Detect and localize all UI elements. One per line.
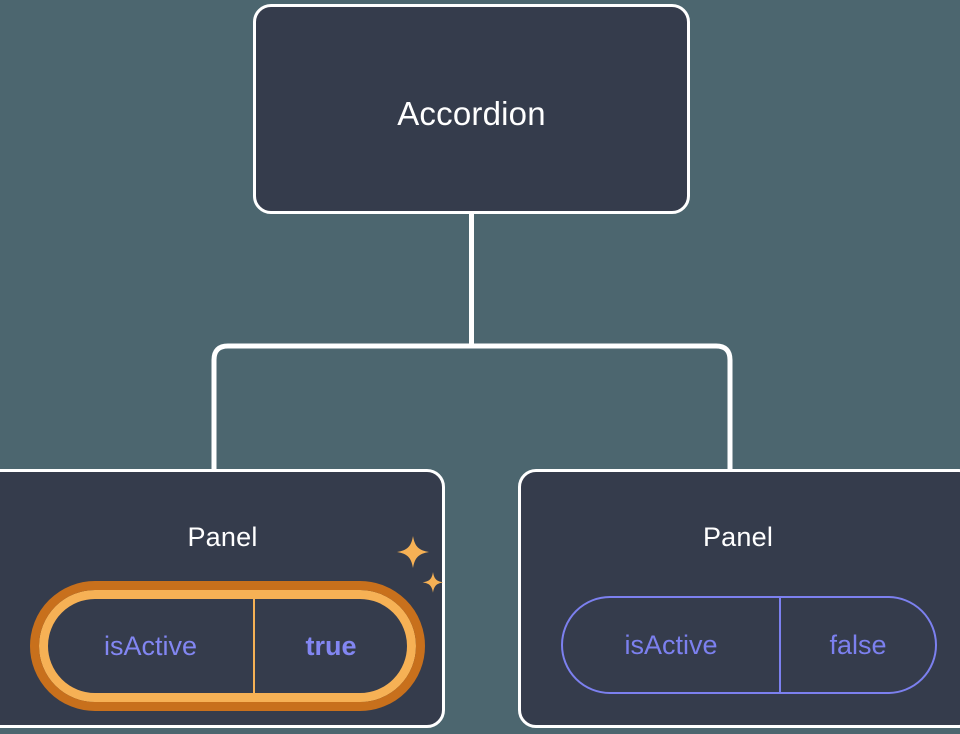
node-title-accordion: Accordion (397, 95, 546, 132)
tree-node-panel-1[interactable]: Panel isActive false (518, 469, 960, 728)
prop-pill-panel-0[interactable]: isActive true (30, 581, 425, 711)
node-title-panel-0: Panel (187, 522, 258, 552)
node-title-panel-1: Panel (702, 522, 774, 552)
tree-node-accordion[interactable]: Accordion (253, 4, 690, 214)
prop-value-panel-1: false (779, 598, 935, 692)
prop-value-panel-0: true (253, 599, 407, 693)
connector-to-panel-1 (471, 343, 733, 470)
prop-key-panel-0: isActive (103, 630, 198, 661)
tree-node-panel-0[interactable]: Panel isActive true (0, 469, 445, 728)
connector-to-panel-0 (211, 343, 472, 470)
prop-pill-panel-1[interactable]: isActive false (561, 596, 937, 694)
prop-key-panel-1: isActive (624, 629, 718, 660)
